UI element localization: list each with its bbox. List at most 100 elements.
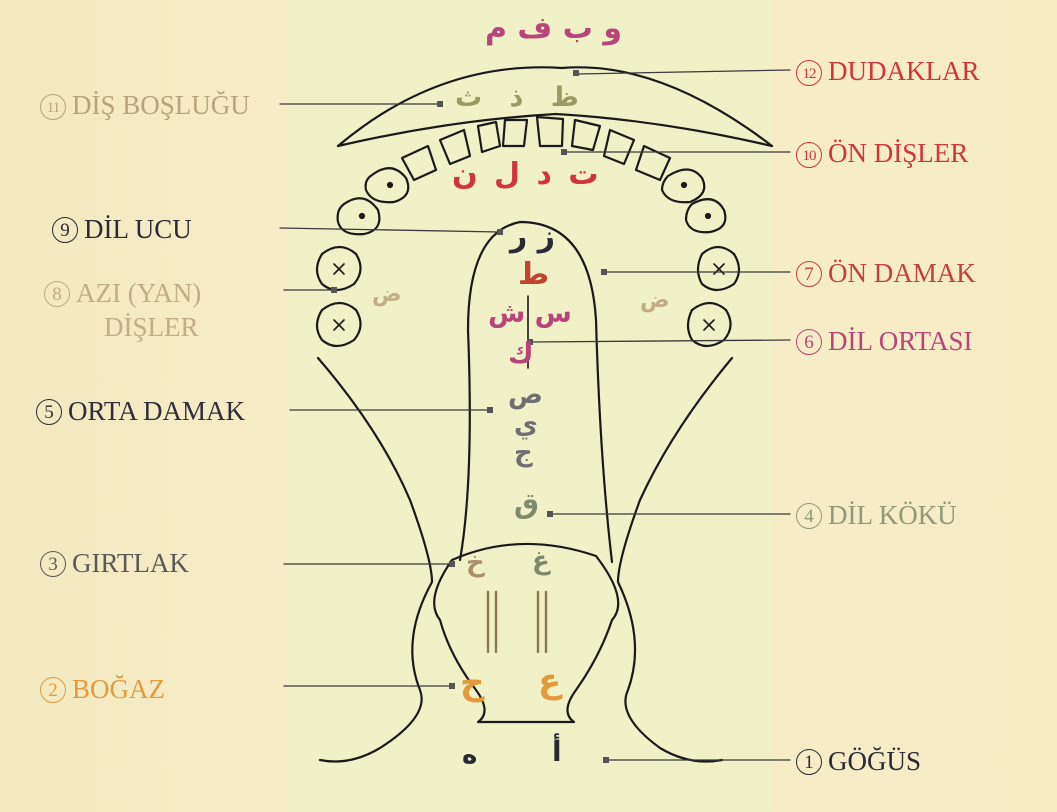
marker-dot xyxy=(437,101,443,107)
letter-side-right: ض xyxy=(640,288,670,313)
label-number: 11 xyxy=(40,94,66,120)
label-text: DİL ORTASI xyxy=(828,326,973,356)
label-azi-disler-line2: DİŞLER xyxy=(104,312,199,342)
front-tooth xyxy=(602,128,636,166)
label-text: GÖĞÜS xyxy=(828,746,922,776)
letter-larynx-left: خ xyxy=(466,548,485,578)
label-number: 3 xyxy=(40,551,66,577)
lower-lip-outline xyxy=(336,112,774,148)
front-tooth xyxy=(438,128,472,166)
leader-line-9 xyxy=(279,227,501,233)
label-text: DİŞLER xyxy=(104,312,199,342)
letter-mid-palate-1: ص xyxy=(508,380,543,410)
premolar-tooth xyxy=(336,197,381,236)
tongue-outline xyxy=(458,220,614,564)
molar-tooth xyxy=(315,301,362,348)
letters-tooth-gap: ظ ذ ث xyxy=(455,82,579,113)
letter-larynx-right: غ xyxy=(532,546,550,576)
molar-x xyxy=(333,263,345,275)
label-number: 6 xyxy=(796,329,822,355)
marker-dot xyxy=(449,683,455,689)
label-text: BOĞAZ xyxy=(72,674,165,704)
label-text: DUDAKLAR xyxy=(828,56,980,86)
front-tooth xyxy=(570,118,602,152)
letter-tongue-root: ق xyxy=(514,487,540,520)
marker-dot xyxy=(601,269,607,275)
letter-front-palate: ط xyxy=(518,257,550,292)
marker-dot xyxy=(561,149,567,155)
label-number: 9 xyxy=(52,217,78,243)
canine-tooth xyxy=(364,167,410,204)
marker-dot xyxy=(449,561,455,567)
marker-dot xyxy=(573,70,579,76)
label-text: DİL UCU xyxy=(84,214,192,244)
letter-throat-right: ع xyxy=(538,661,562,701)
marker-dot xyxy=(547,511,553,517)
label-number: 5 xyxy=(36,399,62,425)
label-number: 2 xyxy=(40,677,66,703)
letter-side-left: ض xyxy=(372,282,402,307)
premolar-tooth xyxy=(684,198,727,234)
label-text: DİŞ BOŞLUĞU xyxy=(72,90,250,120)
front-tooth xyxy=(634,144,672,182)
letters-front-teeth: ت د ل ن xyxy=(452,157,599,192)
letter-tongue-mid-2: ك xyxy=(508,337,534,370)
tooth-dot xyxy=(680,181,688,189)
label-text: DİL KÖKÜ xyxy=(828,500,957,530)
leader-line-12 xyxy=(576,69,791,75)
tooth-dot xyxy=(358,212,366,220)
marker-dot xyxy=(497,229,503,235)
letter-chest-left: ه xyxy=(462,740,478,770)
diagram-panel xyxy=(287,0,771,812)
label-number: 1 xyxy=(796,749,822,775)
label-number: 7 xyxy=(796,261,822,287)
molar-tooth xyxy=(315,245,362,292)
label-number: 10 xyxy=(796,142,822,168)
label-number: 8 xyxy=(44,281,70,307)
letters-lips: و ب ف م xyxy=(485,11,622,46)
marker-dot xyxy=(603,757,609,763)
label-text: ÖN DİŞLER xyxy=(828,138,969,168)
marker-dot xyxy=(527,339,533,345)
letter-mid-palate-3: ج xyxy=(514,438,533,468)
front-tooth xyxy=(501,118,529,148)
marker-dot xyxy=(331,287,337,293)
marker-dot xyxy=(487,407,493,413)
label-number: 4 xyxy=(796,503,822,529)
letters-tongue-mid-1: س ش xyxy=(488,298,572,329)
leader-line-6 xyxy=(529,339,791,343)
label-text: ORTA DAMAK xyxy=(68,396,245,426)
upper-lip-outline xyxy=(336,66,774,148)
letter-mid-palate-2: ي xyxy=(514,410,538,440)
larynx-outline xyxy=(433,542,620,724)
molar-x xyxy=(703,319,715,331)
front-tooth xyxy=(535,115,565,148)
label-text: ÖN DAMAK xyxy=(828,258,976,288)
letter-throat-left: ح xyxy=(460,663,485,703)
canine-tooth xyxy=(660,168,706,204)
label-text: GIRTLAK xyxy=(72,548,189,578)
tooth-dot xyxy=(386,181,394,189)
tooth-dot xyxy=(704,212,712,220)
front-tooth xyxy=(400,144,438,182)
molar-x xyxy=(333,319,345,331)
label-number: 12 xyxy=(796,60,822,86)
letters-tongue-tip: ز ر xyxy=(510,219,555,254)
throat-outline-left xyxy=(316,356,434,763)
letter-chest-right: أ xyxy=(552,735,562,768)
label-text: AZI (YAN) xyxy=(76,278,202,308)
molar-tooth xyxy=(696,245,741,292)
